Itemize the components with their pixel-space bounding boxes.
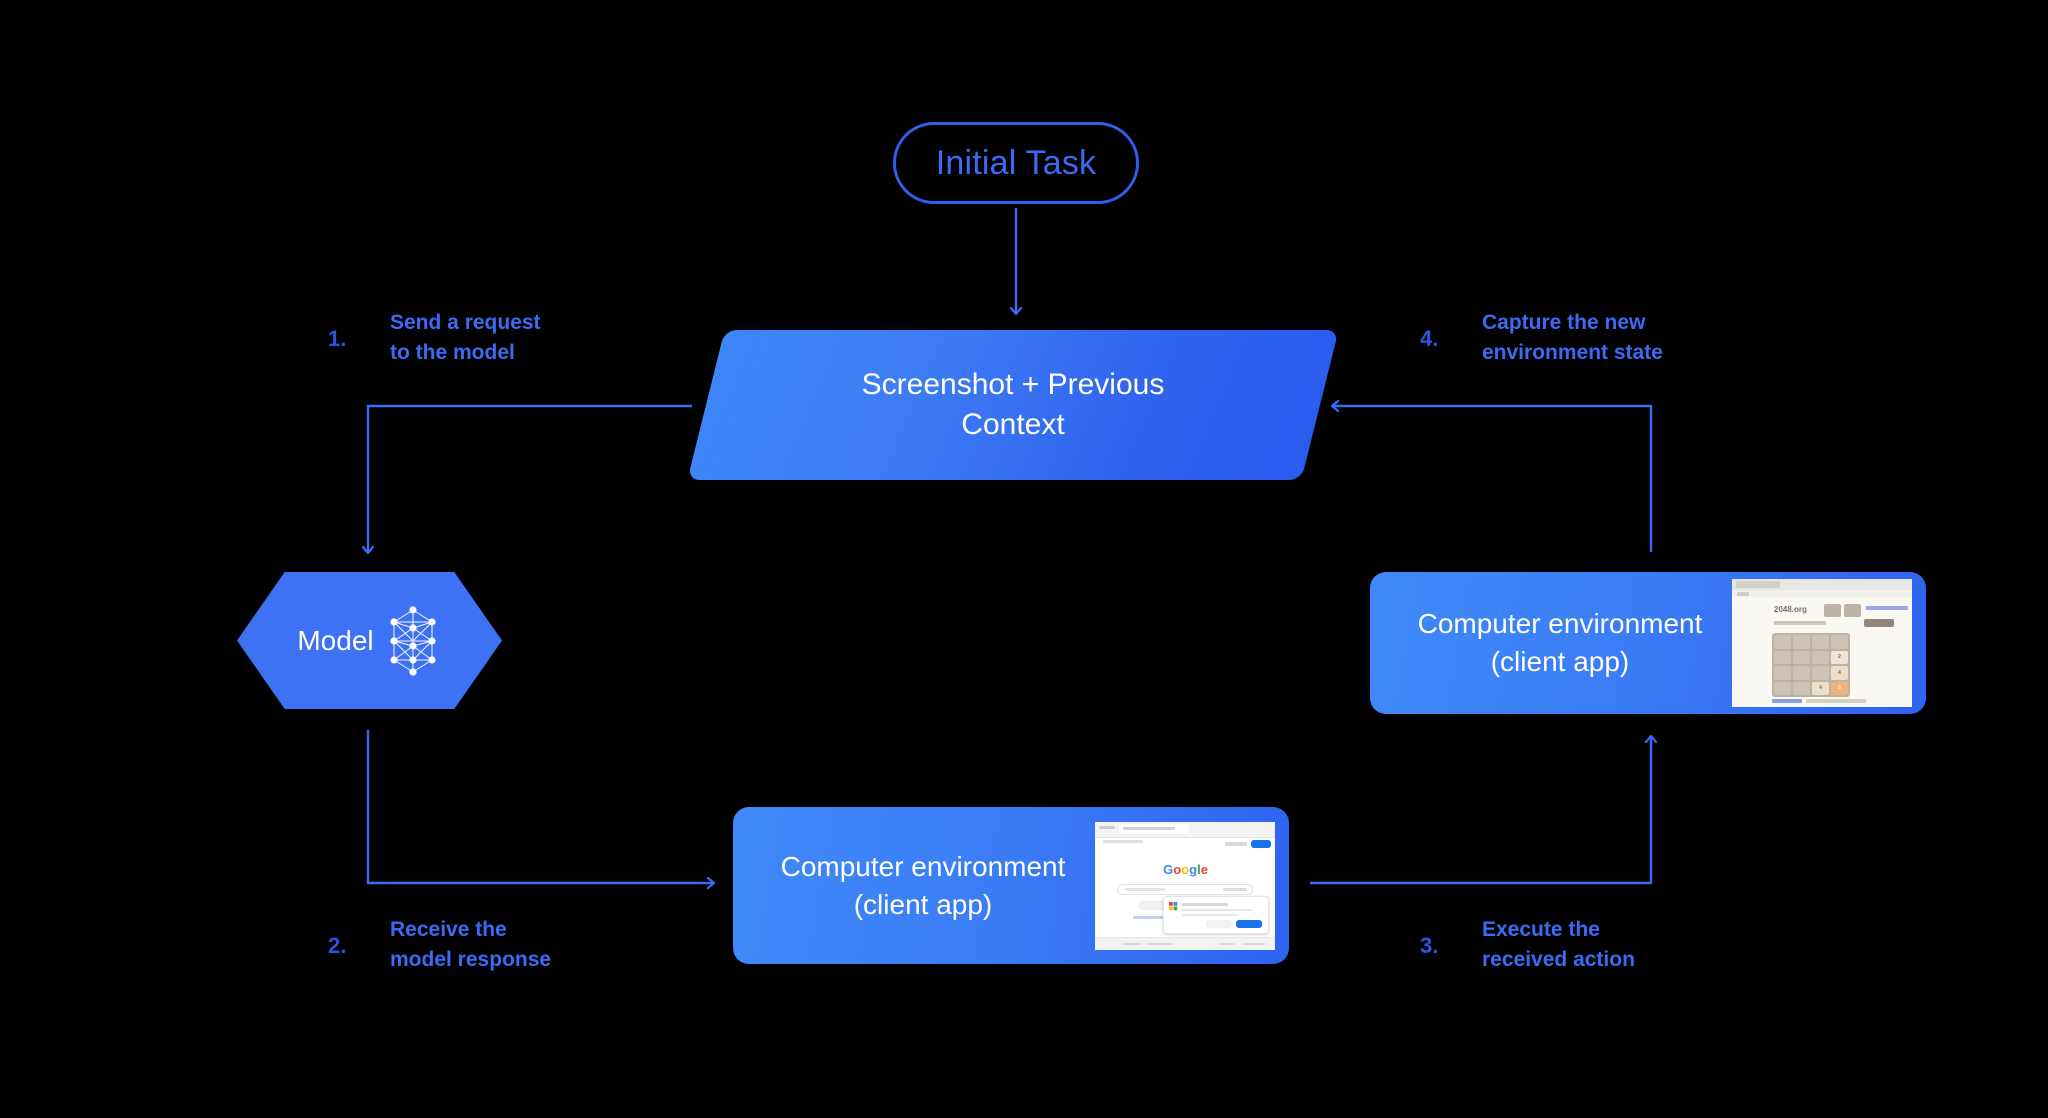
env-bottom-line-1: Computer environment	[780, 850, 1066, 882]
step-1-text: Send a request to the model	[390, 311, 541, 365]
step-3-text: Execute the received action	[1482, 918, 1635, 972]
step-2-text: Receive the model response	[390, 918, 552, 972]
env-right-line-1: Computer environment	[1417, 608, 1703, 640]
game-brand: 2048.org	[1774, 605, 1807, 614]
step-4-number: 4.	[1420, 326, 1439, 351]
google-logo-icon: G o o g l e	[1163, 861, 1208, 877]
thumbnail-2048-game: 2048.org 2 4 4 8	[1732, 579, 1912, 707]
model-label: Model	[297, 624, 374, 656]
model-content: Model	[237, 572, 502, 709]
step-label-1: 1. Send a request to the model	[328, 308, 541, 369]
node-screenshot-context[interactable]: Screenshot + Previous Context	[687, 330, 1339, 480]
wire-context-to-model	[368, 404, 692, 553]
env-right-title: Computer environment (client app)	[1370, 605, 1732, 681]
game-board: 2 4 4 8	[1772, 633, 1850, 697]
env-bottom-line-2: (client app)	[853, 888, 993, 920]
tile: 2	[1831, 650, 1848, 664]
step-label-2: 2. Receive the model response	[328, 915, 551, 976]
browser-dialog	[1163, 895, 1269, 934]
thumbnail-google-search: G o o g l e	[1095, 821, 1275, 950]
env-bottom-title: Computer environment (client app)	[733, 848, 1095, 924]
tile: 8	[1831, 681, 1848, 695]
step-label-4: 4. Capture the new environment state	[1420, 308, 1663, 369]
tile: 4	[1831, 666, 1848, 680]
neural-network-icon	[390, 605, 436, 676]
tile: 4	[1812, 681, 1829, 695]
node-computer-environment-bottom[interactable]: Computer environment (client app) G o o …	[733, 807, 1289, 964]
context-line-1: Screenshot + Previous	[861, 368, 1165, 402]
step-label-3: 3. Execute the received action	[1420, 915, 1635, 976]
initial-task-label: Initial Task	[935, 143, 1097, 182]
wire-env-bottom-to-env-right	[1310, 736, 1651, 885]
node-initial-task[interactable]: Initial Task	[893, 122, 1139, 204]
step-1-number: 1.	[328, 326, 347, 351]
context-text: Screenshot + Previous Context	[706, 330, 1320, 480]
wire-model-to-env-bottom	[366, 730, 714, 883]
node-model[interactable]: Model	[237, 572, 502, 709]
step-4-text: Capture the new environment state	[1482, 311, 1663, 365]
node-computer-environment-right[interactable]: Computer environment (client app) 2048.o…	[1370, 572, 1926, 714]
context-line-2: Context	[961, 408, 1065, 441]
wire-env-right-to-context	[1332, 406, 1653, 552]
hexagon-shape	[237, 572, 502, 709]
step-2-number: 2.	[328, 933, 347, 958]
step-3-number: 3.	[1420, 933, 1439, 958]
env-right-line-2: (client app)	[1490, 646, 1630, 677]
